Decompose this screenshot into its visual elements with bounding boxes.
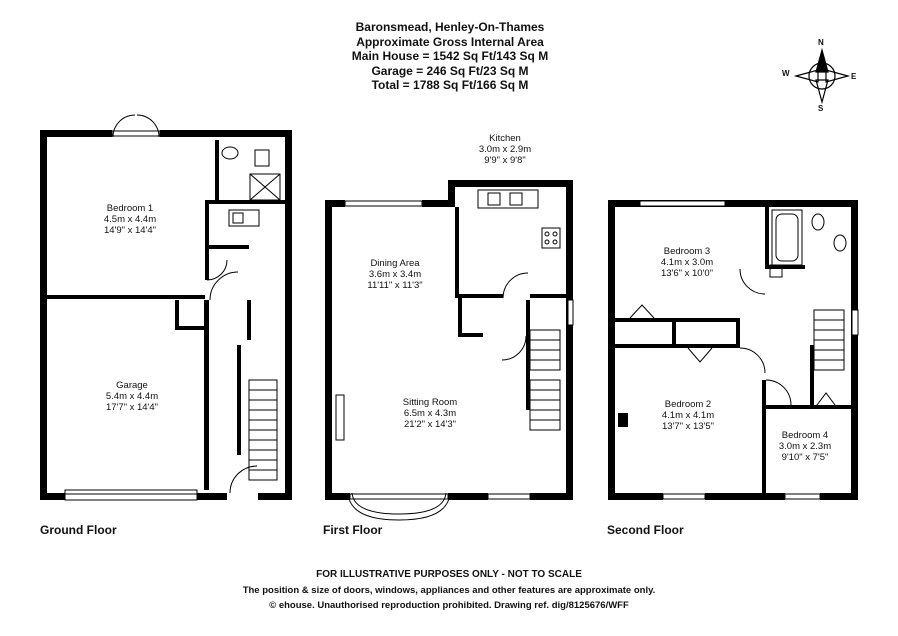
compass-south: S: [818, 104, 824, 113]
room-metric: 3.0m x 2.3m: [778, 441, 832, 452]
room-name: Dining Area: [370, 258, 420, 269]
main-house-area: Main House = 1542 Sq Ft/143 Sq M: [351, 49, 549, 63]
compass-west: W: [782, 69, 790, 78]
room-name: Kitchen: [489, 133, 521, 144]
property-name: Baronsmead, Henley-On-Thames: [355, 20, 545, 34]
walls: [40, 130, 858, 500]
room-metric: 5.4m x 4.4m: [105, 391, 159, 402]
room-imperial: 17'7" x 14'4": [105, 402, 159, 413]
room-imperial: 13'7" x 13'5": [661, 421, 715, 432]
floor-label-ground: Ground Floor: [40, 523, 117, 537]
room-name: Garage: [116, 380, 148, 391]
disclaimer-heading: FOR ILLUSTRATIVE PURPOSES ONLY - NOT TO …: [316, 569, 582, 580]
room-dining-area: Dining Area 3.6m x 3.4m 11'11" x 11'3": [367, 258, 422, 291]
room-imperial: 21'2" x 14'3": [403, 419, 457, 430]
room-kitchen: Kitchen 3.0m x 2.9m 9'9" x 9'8": [479, 133, 531, 166]
compass-north: N: [818, 38, 824, 47]
floor-label-first: First Floor: [323, 523, 383, 537]
room-name: Bedroom 2: [664, 399, 712, 410]
room-name: Bedroom 3: [663, 246, 711, 257]
room-name: Bedroom 4: [781, 430, 829, 441]
room-sitting-room: Sitting Room 6.5m x 4.3m 21'2" x 14'3": [403, 397, 457, 430]
room-imperial: 13'6" x 10'0": [660, 268, 714, 279]
area-heading: Approximate Gross Internal Area: [356, 34, 544, 49]
fixtures: [64, 114, 859, 521]
room-name: Sitting Room: [402, 397, 458, 408]
room-metric: 3.0m x 2.9m: [478, 144, 532, 155]
room-bedroom-2: Bedroom 2 4.1m x 4.1m 13'7" x 13'5": [662, 399, 714, 432]
room-name: Bedroom 1: [106, 203, 154, 214]
room-imperial: 14'9" x 14'4": [103, 225, 157, 236]
copyright-text: © ehouse. Unauthorised reproduction proh…: [269, 600, 629, 611]
room-metric: 3.6m x 3.4m: [368, 269, 422, 280]
floor-label-second: Second Floor: [607, 523, 684, 537]
room-bedroom-3: Bedroom 3 4.1m x 3.0m 13'6" x 10'0": [661, 246, 713, 279]
room-metric: 6.5m x 4.3m: [403, 408, 457, 419]
garage-area: Garage = 246 Sq Ft/23 Sq M: [371, 63, 529, 78]
room-garage: Garage 5.4m x 4.4m 17'7" x 14'4": [106, 380, 158, 413]
room-bedroom-1: Bedroom 1 4.5m x 4.4m 14'9" x 14'4": [104, 203, 156, 236]
room-imperial: 9'10" x 7'5": [781, 452, 829, 463]
plan-title-block: Baronsmead, Henley-On-Thames Approximate…: [300, 20, 600, 93]
disclaimer-text: The position & size of doors, windows, a…: [242, 585, 656, 596]
room-metric: 4.1m x 4.1m: [661, 410, 715, 421]
room-imperial: 11'11" x 11'3": [367, 280, 423, 291]
total-area: Total = 1788 Sq Ft/166 Sq M: [371, 78, 529, 92]
room-metric: 4.1m x 3.0m: [660, 257, 714, 268]
compass-rose: [793, 47, 851, 105]
compass-east: E: [851, 72, 857, 81]
room-metric: 4.5m x 4.4m: [103, 214, 157, 225]
room-imperial: 9'9" x 9'8": [484, 155, 526, 166]
room-bedroom-4: Bedroom 4 3.0m x 2.3m 9'10" x 7'5": [779, 430, 831, 463]
